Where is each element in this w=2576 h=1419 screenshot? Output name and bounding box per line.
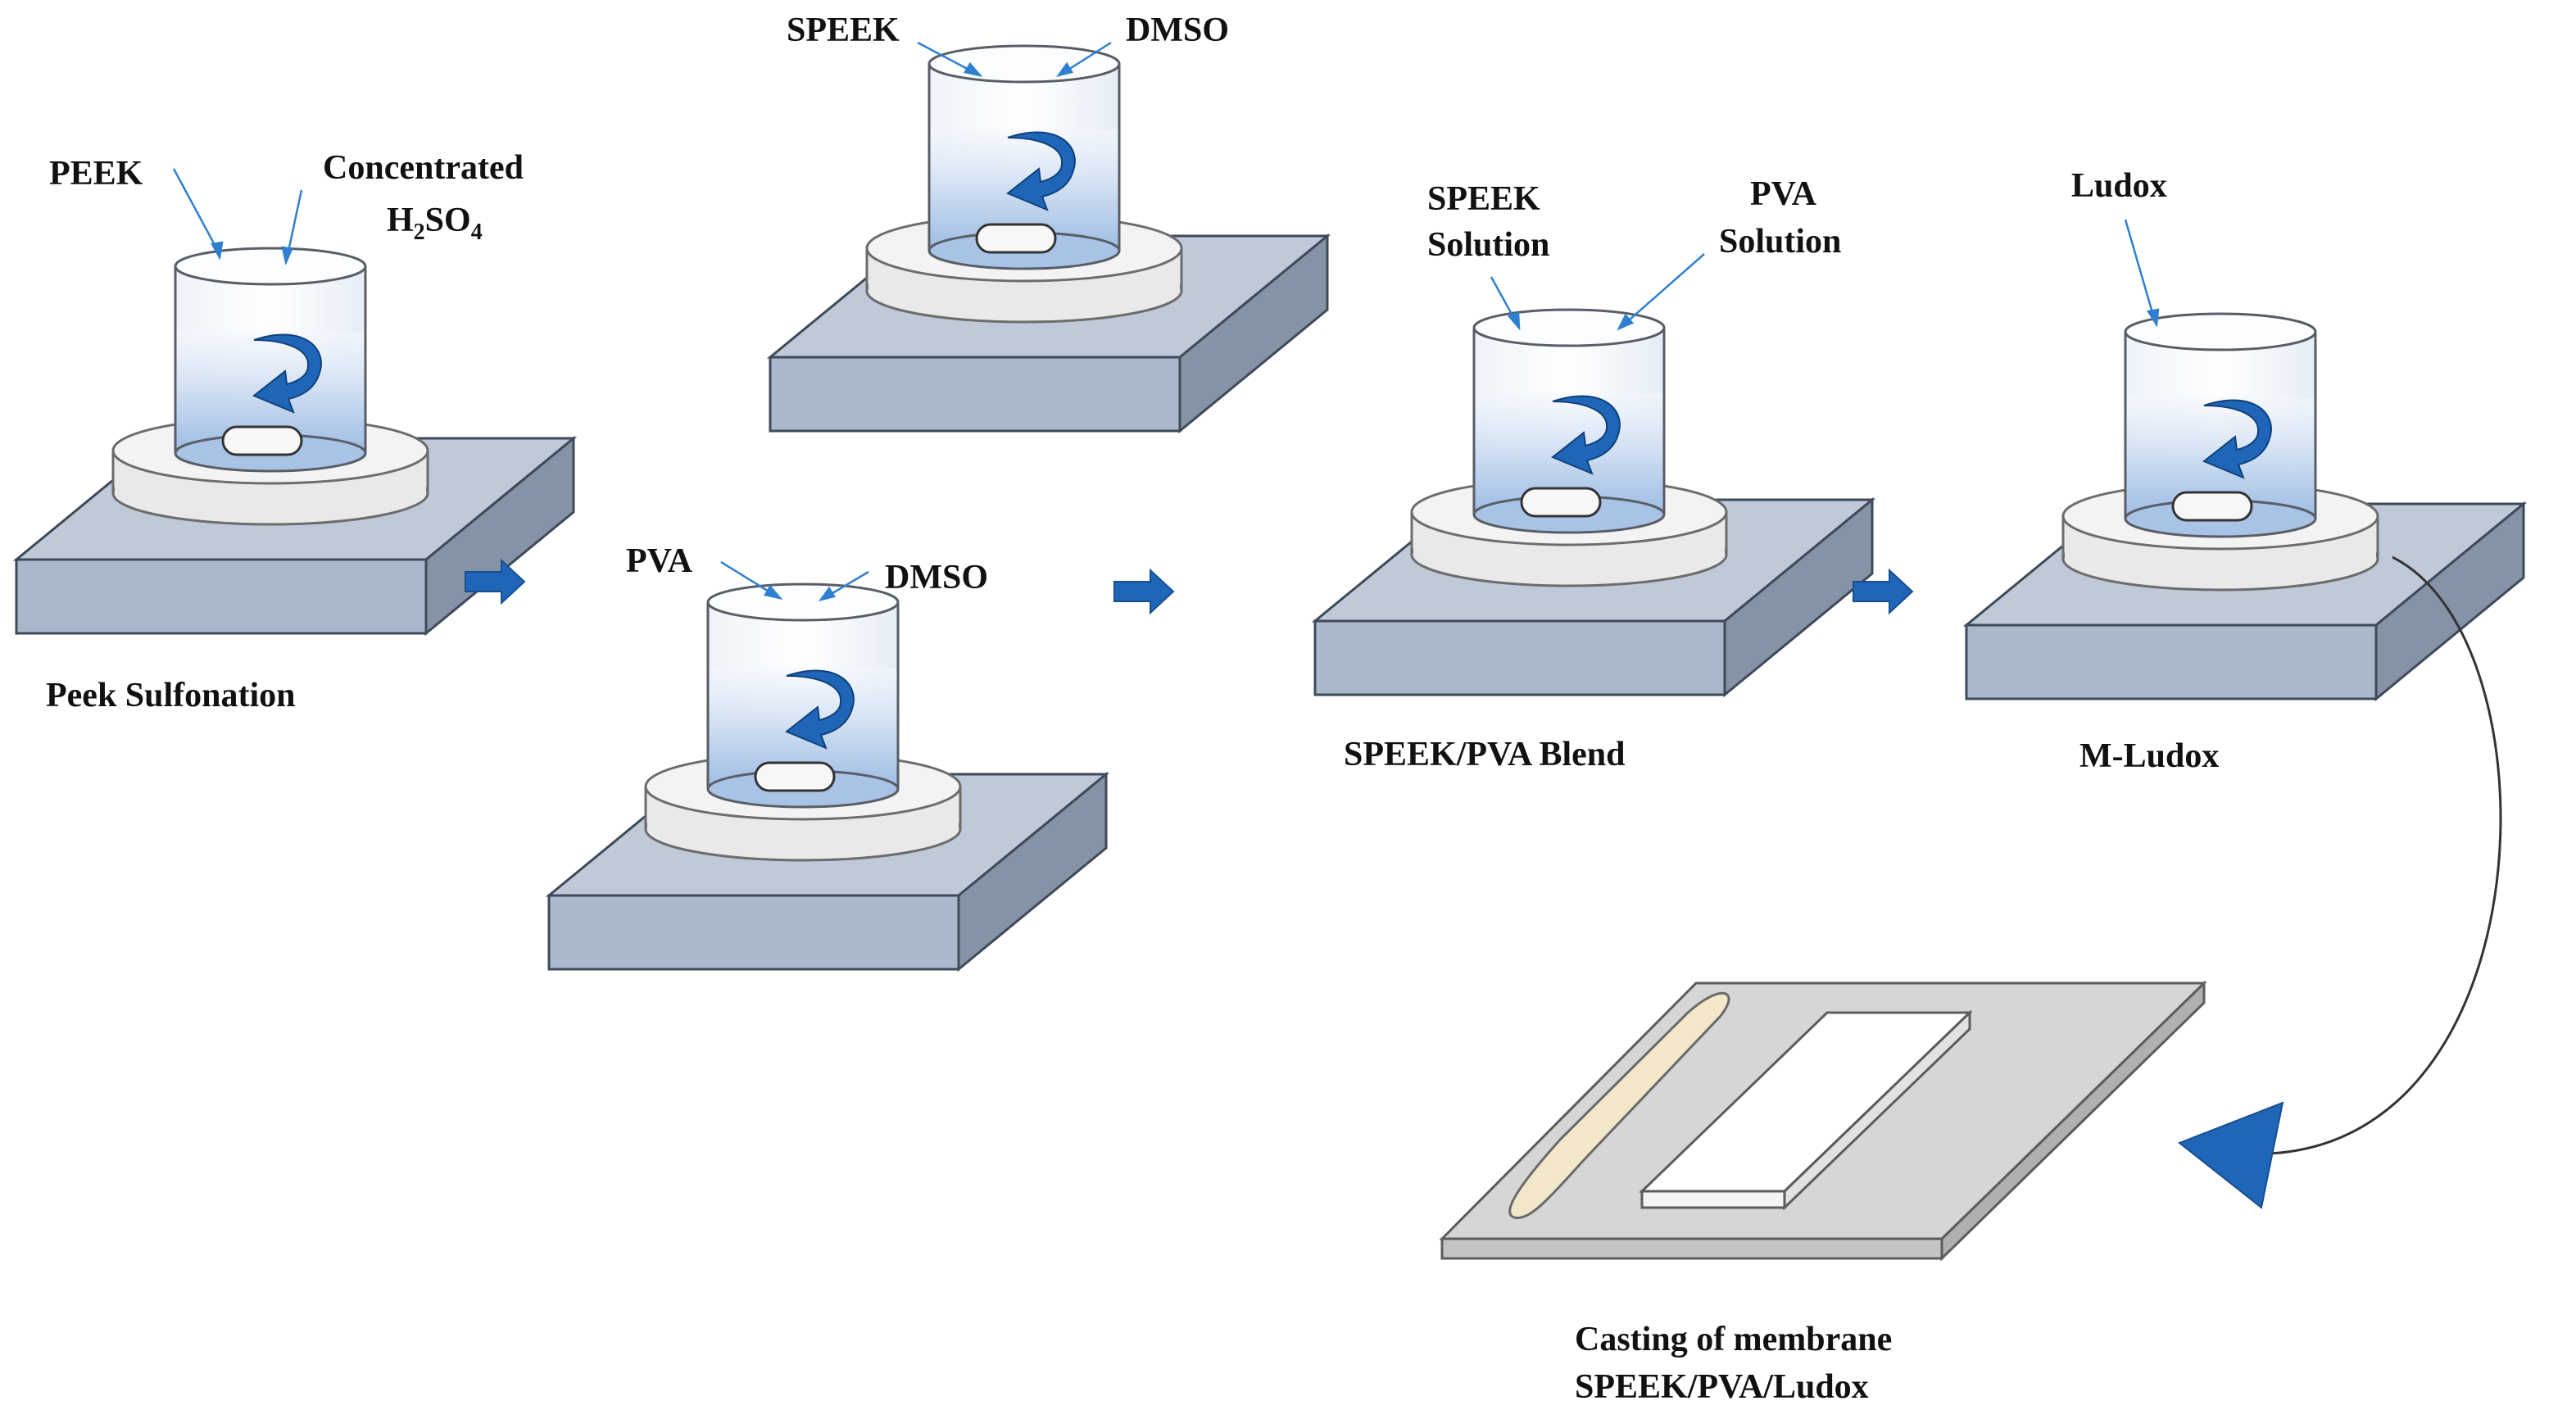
label-speek: SPEEK [787,11,900,49]
stirrer-pva-dmso [547,583,1108,971]
caption-speek-pva-blend: SPEEK/PVA Blend [1344,736,1626,773]
stirrer-speek-pva-blend [1313,308,1874,696]
label-pva-solution-1: PVA [1750,175,1817,213]
caption-m-ludox: M-Ludox [2079,737,2219,775]
label-h2so4: H2SO4 [387,202,483,245]
return-arrowhead-icon [2178,1101,2284,1209]
stirrer-m-ludox [1965,312,2525,700]
label-concentrated: Concentrated [323,149,524,187]
caption-casting-1: Casting of membrane [1575,1321,1892,1358]
casting-plate [1439,980,2207,1262]
right-arrow-icon [1113,569,1174,614]
curved-return-arrow-icon [2269,555,2502,1155]
caption-casting-2: SPEEK/PVA/Ludox [1575,1368,1869,1406]
label-peek: PEEK [49,155,143,193]
casting-rod [1508,991,1730,1220]
caption-peek-sulfonation: Peek Sulfonation [46,677,296,714]
label-pva-solution-2: Solution [1719,223,1841,261]
label-dmso-top: DMSO [1126,11,1229,49]
label-pva: PVA [626,542,693,580]
label-speek-solution-2: Solution [1427,226,1549,264]
label-ludox: Ludox [2071,167,2167,205]
input-pointers [172,41,2160,602]
stirrer-speek-dmso [769,44,1329,433]
label-speek-solution-1: SPEEK [1427,180,1540,218]
label-dmso-bottom: DMSO [885,559,988,596]
